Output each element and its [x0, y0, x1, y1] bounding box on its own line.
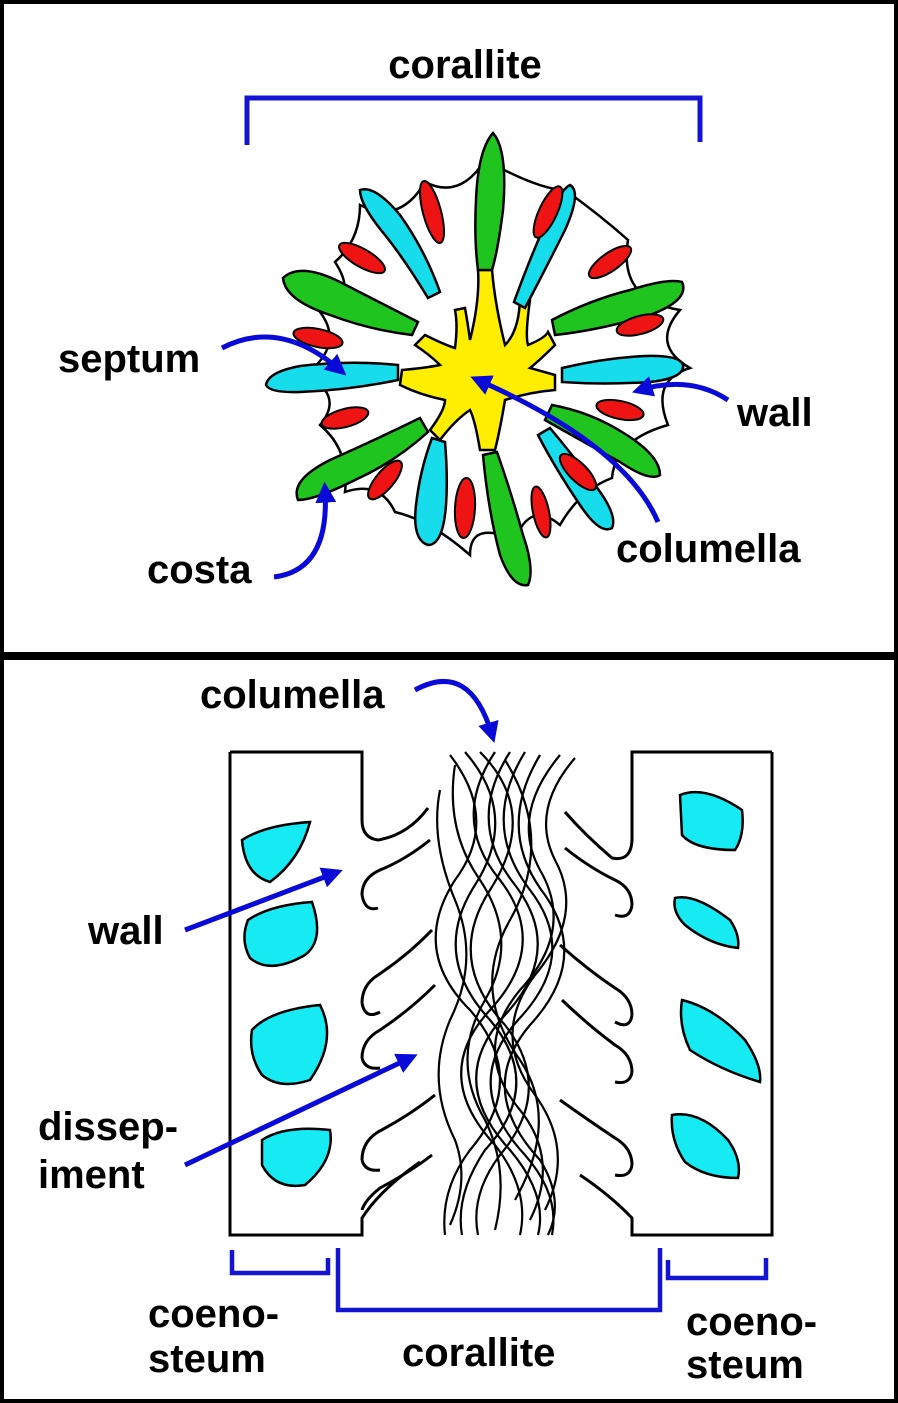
top-wall-label: wall — [736, 391, 813, 435]
columella-strand — [434, 754, 502, 1236]
septum-green — [281, 269, 420, 337]
columella-strand — [511, 757, 576, 1211]
left-wall-outline — [230, 750, 430, 842]
costa-red — [453, 477, 477, 539]
coral-cross-section — [264, 131, 694, 587]
pore-left — [243, 900, 319, 967]
dissepiment-left — [360, 983, 437, 1070]
dissepiment-arrow — [183, 1053, 418, 1168]
columella-strand — [503, 754, 566, 1236]
septum-green — [550, 279, 685, 337]
right-coenosteum-bracket — [665, 1258, 769, 1281]
right-wall-base — [579, 752, 774, 1237]
costa-red — [595, 398, 645, 422]
septum-cyan — [358, 188, 442, 300]
pore-left — [240, 820, 312, 884]
top-columella-arrow — [470, 375, 661, 523]
pore-right — [678, 790, 744, 852]
right-coenosteum-label-line1: coeno- — [686, 1300, 817, 1344]
septum-cyan — [264, 361, 400, 394]
columella-strands — [434, 751, 576, 1236]
top-corallite-label: corallite — [388, 43, 541, 87]
pore-right — [673, 896, 740, 950]
top-corallite-bracket — [244, 95, 703, 145]
coenosteum-pores — [240, 790, 762, 1188]
dissepiment-left — [360, 928, 434, 1016]
top-panel-frame — [0, 0, 898, 656]
costa-red — [532, 185, 564, 239]
columella-core — [398, 268, 557, 452]
costa-label: costa — [147, 548, 252, 592]
left-coenosteum-label-line1: coeno- — [148, 1292, 279, 1336]
septum-label: septum — [58, 337, 200, 381]
pore-left — [249, 1003, 329, 1086]
costa-red — [615, 313, 665, 337]
bottom-panel-frame — [0, 656, 898, 1403]
costa-red — [558, 452, 598, 492]
dissepiment-label-line1: dissep- — [38, 1105, 178, 1149]
bottom-wall-label: wall — [87, 909, 164, 953]
costa-red — [338, 241, 386, 275]
bottom-corallite-bracket — [335, 1248, 663, 1313]
septum-arrow — [220, 334, 347, 376]
dissepiment-left — [360, 838, 431, 911]
costa-red — [587, 244, 633, 280]
septum-green — [543, 403, 662, 479]
dissepiment-left — [360, 1153, 433, 1211]
septum-cyan — [414, 436, 449, 547]
columella-strand — [489, 751, 555, 1236]
dissepiment-right — [564, 846, 634, 918]
top-columella-label: columella — [616, 527, 801, 571]
costa-red — [367, 459, 403, 501]
columella-strand — [451, 764, 503, 1231]
bottom-columella-arrow — [413, 679, 499, 744]
dissepiment-label-line2: iment — [38, 1153, 145, 1197]
left-coenosteum-label-line2: steum — [148, 1337, 266, 1381]
dissepiment-right — [559, 943, 634, 1027]
bottom-wall-arrow — [184, 867, 343, 933]
septum-green — [295, 416, 430, 502]
pore-right — [670, 1113, 741, 1180]
dissepiment-left — [360, 1093, 436, 1172]
dissepiment-right — [560, 998, 634, 1084]
costa-arrow — [273, 481, 337, 580]
costa-red — [418, 180, 446, 244]
right-wall-outline — [563, 750, 772, 861]
bottom-corallite-label: corallite — [402, 1331, 555, 1375]
bottom-columella-label: columella — [200, 673, 385, 717]
longitudinal-section — [228, 750, 774, 1237]
left-coenosteum-bracket — [229, 1250, 331, 1276]
costa-red — [320, 406, 370, 430]
columella-strand — [436, 789, 468, 1226]
pore-left — [260, 1127, 332, 1188]
costa-red — [292, 326, 344, 350]
columella-strand — [475, 751, 542, 1236]
top-wall-arrow — [631, 376, 730, 403]
right-coenosteum-label-line2: steum — [686, 1343, 804, 1387]
costa-red — [530, 485, 552, 539]
pore-right — [679, 998, 762, 1084]
dissepiment-right — [559, 1098, 634, 1177]
septum-green — [474, 131, 506, 272]
septum-green — [481, 450, 532, 587]
